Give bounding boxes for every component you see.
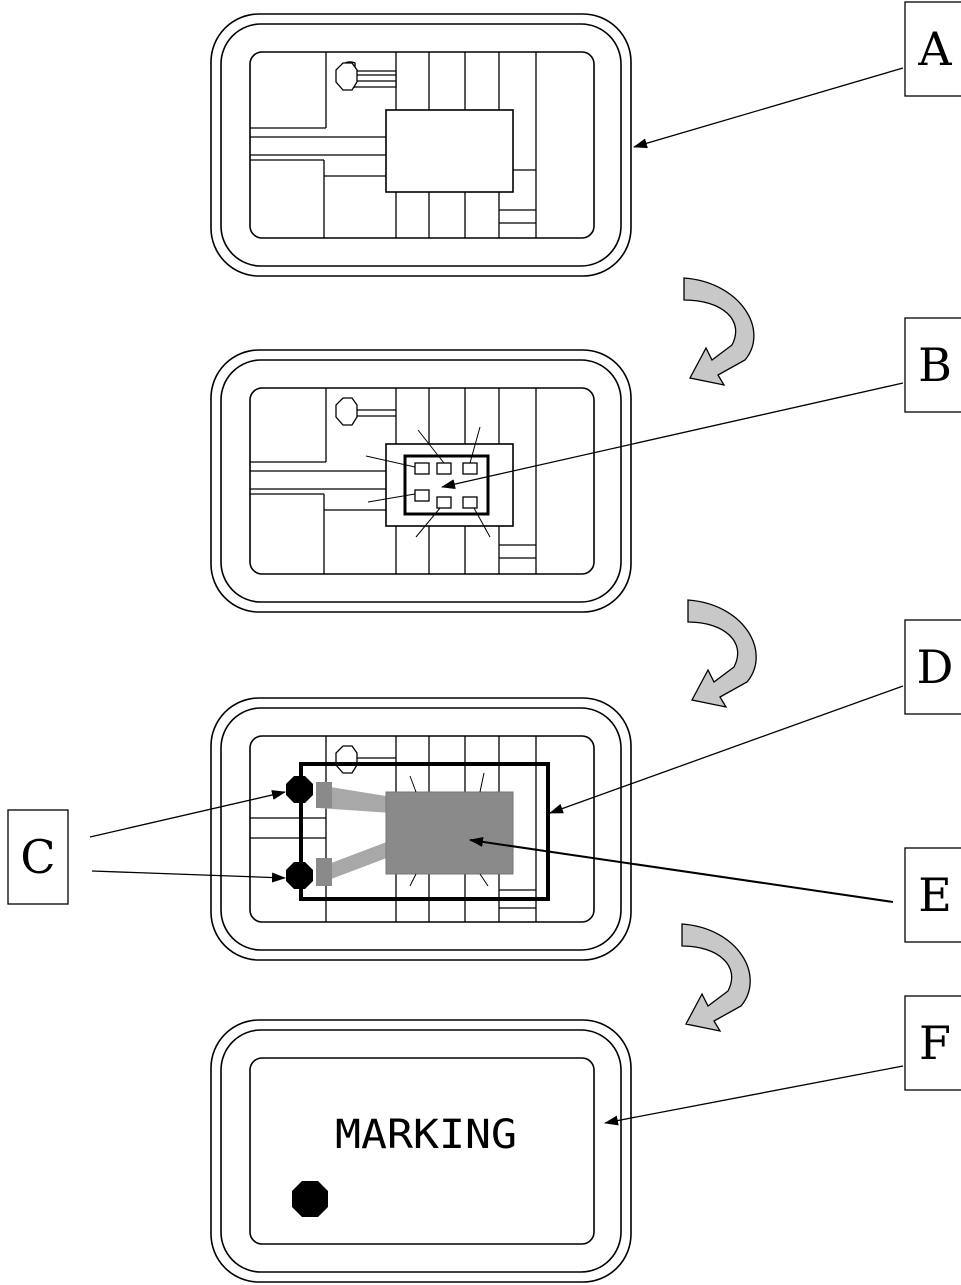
encapsulated-die [385,791,514,875]
label-c: C [7,790,286,905]
label-d-text: D [917,640,954,694]
mold-frame [299,762,550,901]
step-arrow-3 [681,923,751,1032]
step-arrow-2 [687,599,757,708]
step1-substrate [210,13,632,277]
substrate-traces [250,52,537,238]
step-arrow-1 [683,277,755,386]
label-e: E [469,836,961,943]
marking-text: MARKING [335,1112,517,1158]
label-f: F [604,995,961,1126]
label-e-text: E [918,868,952,922]
label-b: B [441,317,961,490]
bond-wires [316,782,392,886]
label-c-text: C [20,830,55,884]
label-b-text: B [918,338,952,392]
solder-ball-bottom [286,862,313,889]
step2-die-attach [210,349,632,613]
die-pads [414,462,478,509]
step4-marked-package: MARKING [210,1019,632,1283]
label-a-text: A [917,22,952,76]
step3-wire-bond [210,697,632,961]
label-a: A [633,1,961,149]
pin1-dot [292,1181,328,1217]
solder-ball-top [286,776,313,803]
label-f-text: F [919,1016,951,1070]
die-bond-area [385,109,514,193]
label-d: D [549,619,961,814]
